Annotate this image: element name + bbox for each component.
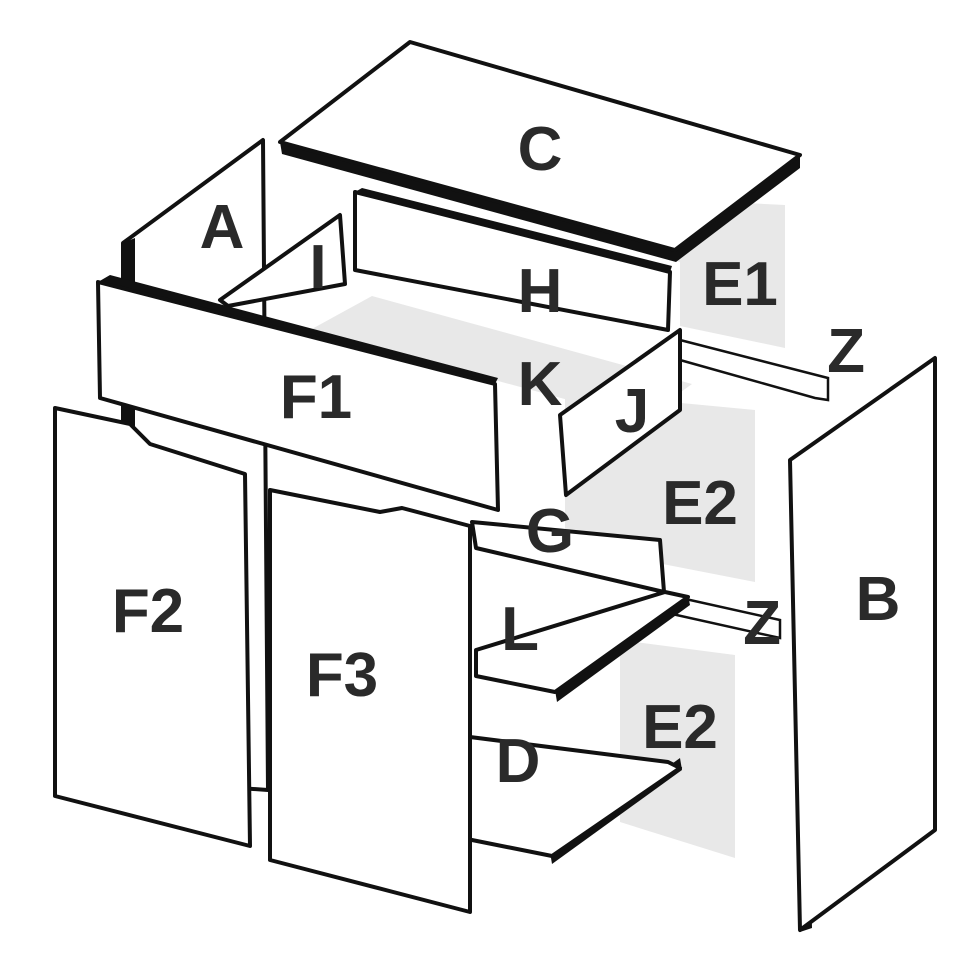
- label-e1: E1: [702, 250, 778, 319]
- label-g: G: [526, 497, 574, 566]
- part-f1-drawer-front: [96, 280, 500, 512]
- label-i: I: [309, 233, 326, 302]
- part-z-upper-rail: [678, 338, 830, 402]
- part-f1-edge: [98, 275, 498, 384]
- label-e2-upper: E2: [662, 469, 738, 538]
- label-f1: F1: [280, 363, 352, 432]
- label-c: C: [518, 115, 563, 184]
- label-h: H: [518, 257, 563, 326]
- part-f2-door: [53, 406, 252, 848]
- part-e2-lower-back-panel: [620, 640, 735, 858]
- label-l: L: [501, 595, 539, 664]
- label-b: B: [856, 565, 901, 634]
- part-l-shelf: [474, 590, 690, 694]
- label-f3: F3: [306, 641, 378, 710]
- label-j: J: [615, 377, 649, 446]
- part-j-drawer-side: [558, 328, 682, 497]
- part-h-edge: [355, 188, 672, 272]
- label-z-lower: Z: [743, 589, 781, 658]
- label-z-upper: Z: [827, 317, 865, 386]
- part-b-right-side: [788, 356, 937, 932]
- label-k: K: [518, 350, 563, 419]
- label-d: D: [496, 727, 541, 796]
- label-e2-lower: E2: [642, 693, 718, 762]
- part-f3-door: [268, 488, 472, 914]
- label-a: A: [200, 193, 245, 262]
- part-c-top: [278, 40, 802, 252]
- label-f2: F2: [112, 577, 184, 646]
- part-i-drawer-side: [218, 213, 347, 308]
